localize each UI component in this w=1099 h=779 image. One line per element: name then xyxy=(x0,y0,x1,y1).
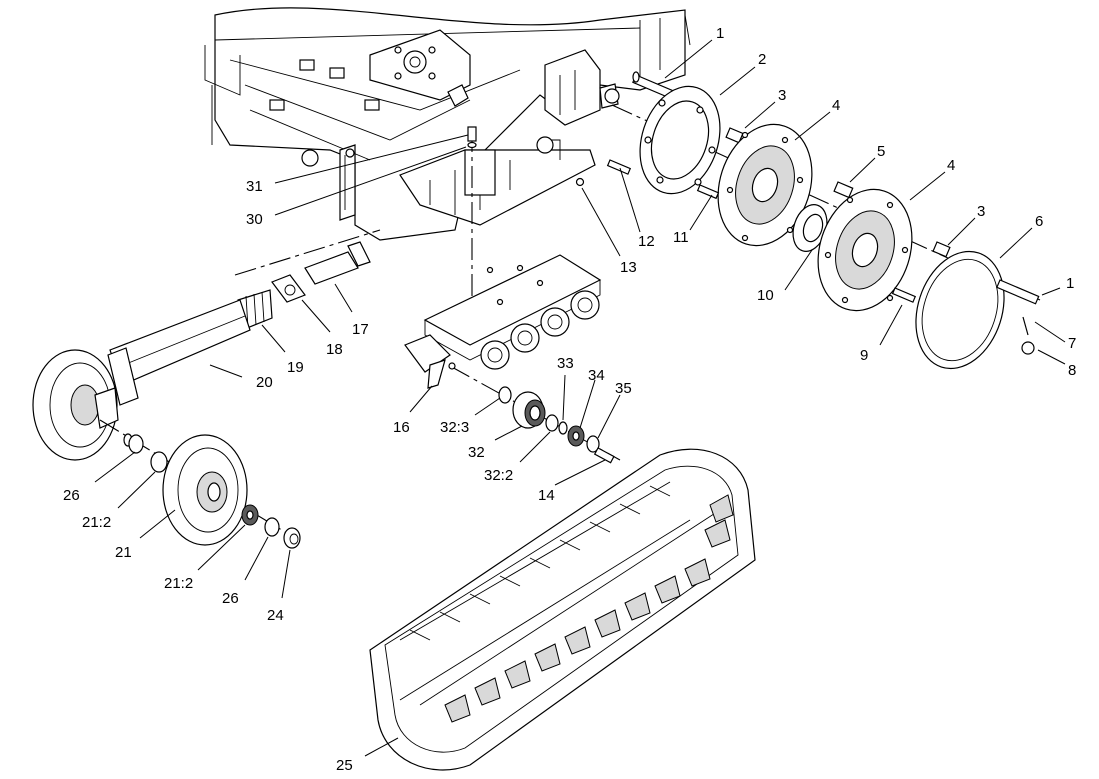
callout-9: 9 xyxy=(860,347,868,364)
callout-33: 33 xyxy=(557,355,574,372)
callout-21-2-left: 21:2 xyxy=(82,514,111,531)
callout-30: 30 xyxy=(246,211,263,228)
leader-lines xyxy=(94,39,1066,757)
hub-10 xyxy=(792,204,828,252)
track-lugs xyxy=(444,494,734,723)
callout-14: 14 xyxy=(538,487,555,504)
spacer-17 xyxy=(304,251,359,285)
callout-32-3: 32:3 xyxy=(440,419,469,436)
callout-35: 35 xyxy=(615,380,632,397)
tensioner-assembly xyxy=(32,229,381,536)
callout-34: 34 xyxy=(588,367,605,384)
callout-32: 32 xyxy=(468,444,485,461)
callout-16: 16 xyxy=(393,419,410,436)
callout-17: 17 xyxy=(352,321,369,338)
nut-8 xyxy=(1021,341,1035,355)
idler-wheel-21 xyxy=(123,433,301,549)
callout-labels: 1 2 3 4 5 4 3 6 1 7 8 9 10 11 12 13 31 3… xyxy=(63,25,1076,774)
callout-10: 10 xyxy=(757,287,774,304)
chassis-frame xyxy=(204,7,691,241)
washer-26-right xyxy=(264,517,280,537)
track-25 xyxy=(369,448,756,771)
callout-7: 7 xyxy=(1068,335,1076,352)
roller-carriage xyxy=(404,254,602,389)
callout-12: 12 xyxy=(638,233,655,250)
sprocket-4-left xyxy=(717,123,813,247)
callout-31: 31 xyxy=(246,178,263,195)
block-18 xyxy=(271,274,306,303)
callout-25: 25 xyxy=(336,757,353,774)
callout-18: 18 xyxy=(326,341,343,358)
callout-3-left: 3 xyxy=(778,87,786,104)
plate-6 xyxy=(915,250,1005,370)
callout-1-top: 1 xyxy=(716,25,724,42)
washer-32-3 xyxy=(498,386,512,404)
roller-stack xyxy=(448,362,621,464)
nut-24 xyxy=(283,527,301,549)
ring-33 xyxy=(558,421,568,435)
callout-1-right: 1 xyxy=(1066,275,1074,292)
washer-26-left xyxy=(128,434,144,454)
callout-21: 21 xyxy=(115,544,132,561)
roller-32 xyxy=(512,391,546,429)
callout-4-right: 4 xyxy=(947,157,955,174)
pin-7 xyxy=(1022,316,1029,336)
center-axis xyxy=(467,126,477,325)
sprocket-assembly xyxy=(575,71,1041,370)
callout-26-right: 26 xyxy=(222,590,239,607)
callout-6: 6 xyxy=(1035,213,1043,230)
plate-2 xyxy=(639,85,721,195)
bearing-32-2 xyxy=(545,414,559,432)
callout-20: 20 xyxy=(256,374,273,391)
callout-32-2: 32:2 xyxy=(484,467,513,484)
callout-26-left: 26 xyxy=(63,487,80,504)
callout-4-left: 4 xyxy=(832,97,840,114)
callout-19: 19 xyxy=(287,359,304,376)
sprocket-4-right xyxy=(817,188,913,312)
callout-21-2-right: 21:2 xyxy=(164,575,193,592)
bearing-21-2-left xyxy=(150,451,168,473)
callout-24: 24 xyxy=(267,607,284,624)
callout-3-right: 3 xyxy=(977,203,985,220)
callout-11: 11 xyxy=(673,229,689,246)
callout-5: 5 xyxy=(877,143,885,160)
callout-2: 2 xyxy=(758,51,766,68)
callout-8: 8 xyxy=(1068,362,1076,379)
bolt-14 xyxy=(593,447,615,464)
callout-13: 13 xyxy=(620,259,637,276)
washer-35 xyxy=(586,435,600,453)
